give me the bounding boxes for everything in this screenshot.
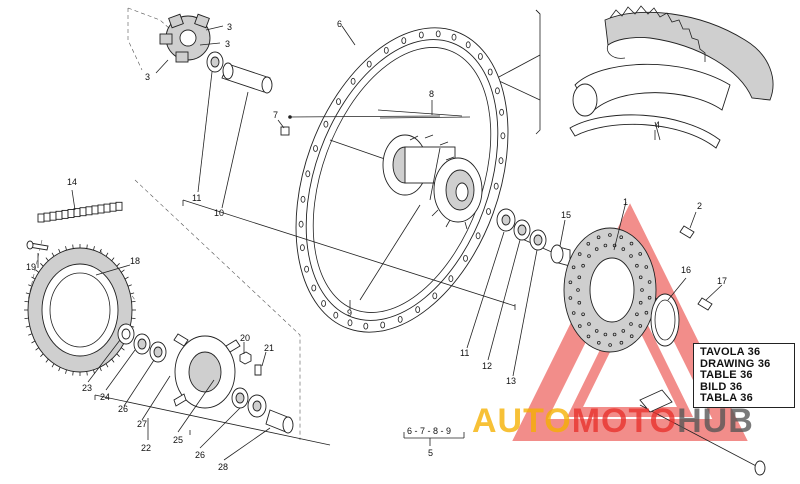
right-side-bearings: [496, 208, 571, 267]
nipple-7-icon: [280, 126, 290, 136]
sprocket-carrier-icon: [117, 323, 294, 434]
sprocket-bolt-icon: [26, 240, 49, 251]
callout-6: 6: [337, 19, 342, 29]
wheel-hub-icon: [382, 134, 483, 230]
callout-23: 23: [82, 383, 92, 393]
brake-disc-icon: [563, 227, 657, 353]
callout-24: 24: [100, 392, 110, 402]
table-line-drawing: DRAWING 36: [700, 357, 771, 370]
tyre-icon: [604, 11, 774, 101]
watermark-hub: HUB: [677, 402, 754, 440]
brake-disc-holes: [568, 233, 652, 347]
callout-28: 28: [218, 462, 228, 472]
callout-12: 12: [482, 361, 492, 371]
callout-26-left: 26: [118, 404, 128, 414]
watermark-auto: AUTO: [472, 402, 572, 440]
callout-13: 13: [506, 376, 516, 386]
callout-20: 20: [240, 333, 250, 343]
callout-26-bottom: 26: [195, 450, 205, 460]
leader-lines: [37, 25, 723, 461]
callout-14: 14: [67, 177, 77, 187]
callout-2: 2: [697, 201, 702, 211]
group-brackets: [94, 200, 516, 446]
callout-8: 8: [429, 89, 434, 99]
table-line-table: TABLE 36: [700, 369, 753, 382]
rim-spoke-holes: [298, 30, 506, 330]
table-line-bild: BILD 36: [700, 380, 743, 393]
watermark-moto: MOTO: [571, 402, 678, 440]
tyre-detail-inset: [496, 5, 774, 149]
callout-11-top: 11: [192, 193, 201, 203]
callout-5: 5: [428, 448, 433, 458]
inner-tube-icon: [574, 63, 731, 113]
cush-drive-rubbers-icon: [159, 13, 211, 63]
rim-strip-icon: [569, 114, 721, 149]
callout-9: 9: [347, 308, 352, 318]
callout-15: 15: [561, 210, 571, 220]
drawing-table-reference: TAVOLA 36 DRAWING 36 TABLE 36 BILD 36 TA…: [693, 343, 795, 408]
callout-labels: 1 2 3 3 3 4 5 6 7 8 9 10 11 11 12 13 14 …: [26, 19, 727, 472]
callout-17: 17: [717, 276, 727, 286]
carrier-nut-icon: [239, 351, 252, 365]
spacer-tube-icon: [221, 62, 273, 94]
table-line-tavola: TAVOLA 36: [700, 346, 761, 358]
callout-1: 1: [623, 197, 628, 207]
bearing-top-icon: [206, 51, 224, 73]
axle-bolt-icon: [639, 389, 766, 476]
table-line-tabla: TABLA 36: [700, 392, 753, 405]
chain-icon: [37, 201, 123, 223]
callout-3-top: 3: [227, 22, 232, 32]
kit-group-label: 6 - 7 - 8 - 9: [407, 426, 451, 436]
rear-sprocket-icon: [24, 244, 136, 376]
callout-19: 19: [26, 262, 36, 272]
callout-4: 4: [655, 120, 660, 130]
abs-tone-ring-icon: [650, 293, 680, 347]
callout-18: 18: [130, 256, 140, 266]
callout-22: 22: [141, 443, 151, 453]
callout-21: 21: [264, 343, 274, 353]
callout-10: 10: [214, 208, 224, 218]
callout-16: 16: [681, 265, 691, 275]
watermark-logo-text: AUTOMOTOHUB: [472, 402, 754, 441]
callout-25: 25: [173, 435, 183, 445]
callout-27: 27: [137, 419, 147, 429]
tone-ring-screw-icon: [697, 297, 713, 311]
callout-3-left: 3: [145, 72, 150, 82]
callout-7: 7: [273, 110, 278, 120]
callout-3-mid: 3: [225, 39, 230, 49]
carrier-stud-icon: [254, 364, 262, 376]
disc-screw-icon: [679, 225, 695, 239]
callout-11-right: 11: [460, 348, 469, 358]
